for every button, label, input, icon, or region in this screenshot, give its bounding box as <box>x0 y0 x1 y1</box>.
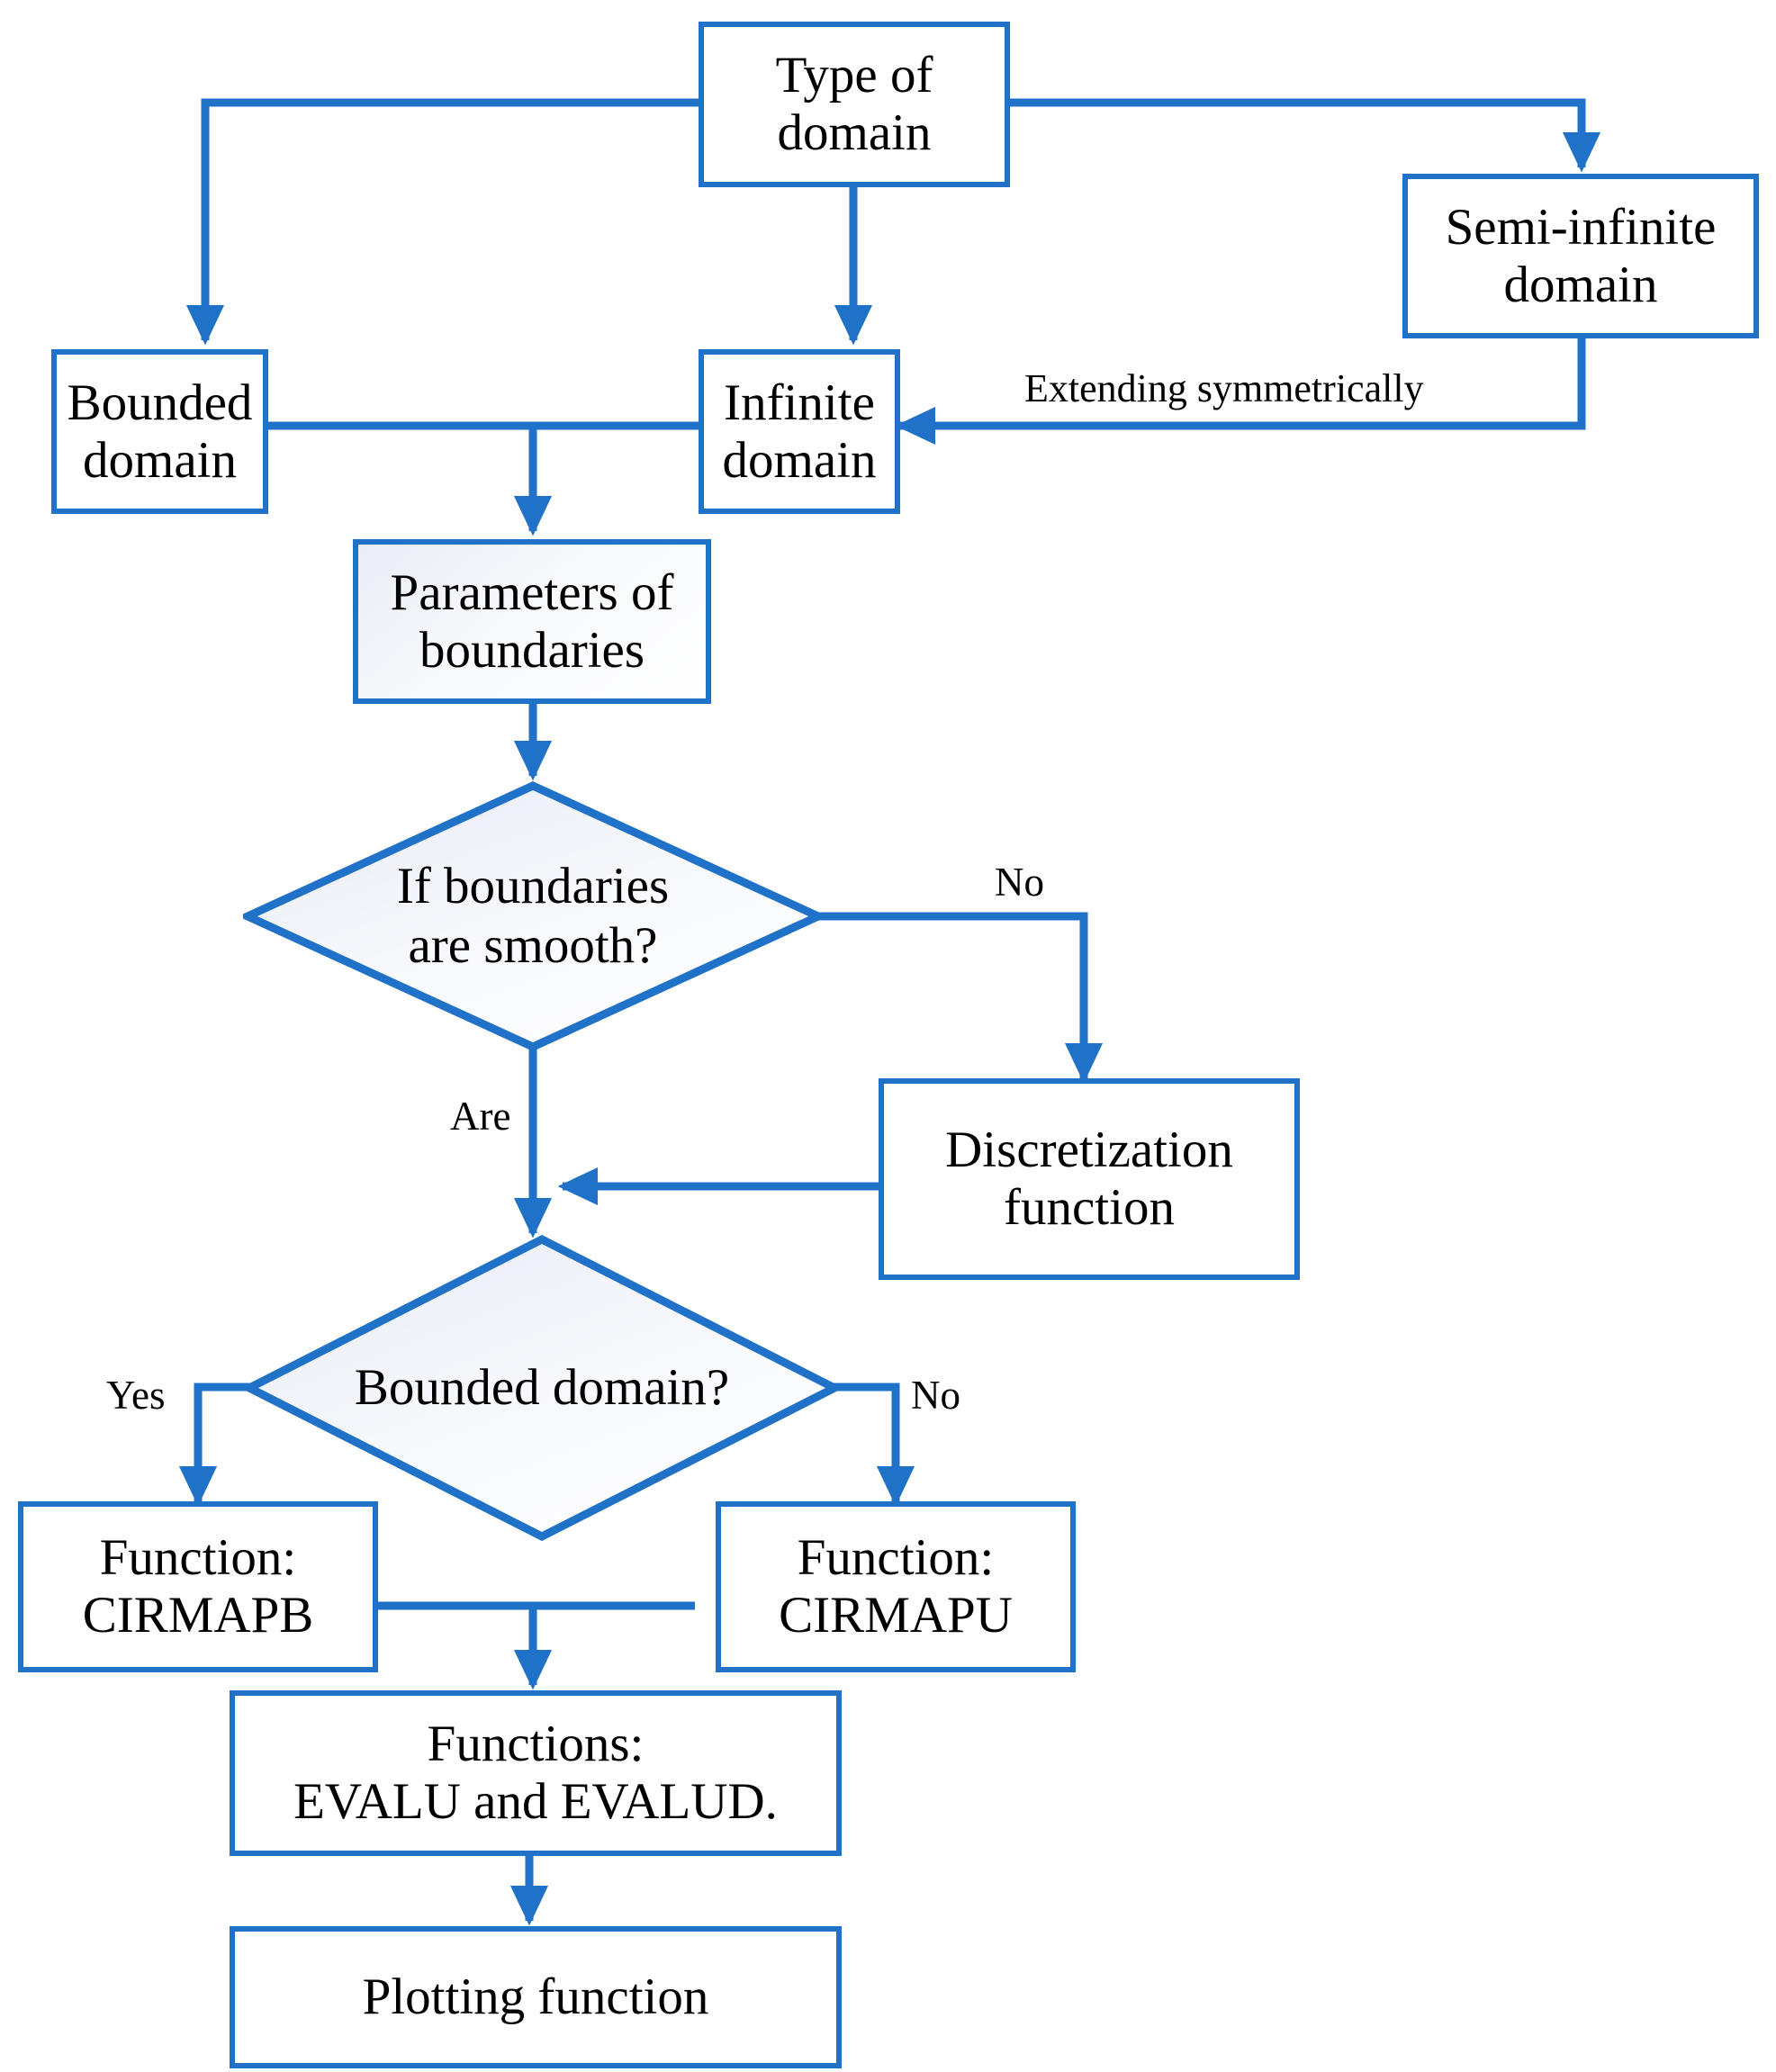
node-function-cirmapu-label: Function: CIRMAPU <box>779 1529 1013 1644</box>
node-discretization-function-label: Discretization function <box>945 1122 1233 1236</box>
node-bounded-domain-question-label: Bounded domain? <box>354 1359 730 1417</box>
node-function-cirmapu[interactable]: Function: CIRMAPU <box>716 1501 1076 1672</box>
node-semi-infinite-domain[interactable]: Semi-infinite domain <box>1402 174 1759 338</box>
node-plotting-function[interactable]: Plotting function <box>230 1926 842 2068</box>
node-parameters-of-boundaries-label: Parameters of boundaries <box>390 563 674 679</box>
node-function-cirmapb-label: Function: CIRMAPB <box>82 1529 314 1644</box>
node-if-boundaries-smooth[interactable]: If boundaries are smooth? <box>243 781 823 1051</box>
node-type-of-domain-label: Type of domain <box>775 47 933 161</box>
node-function-cirmapb[interactable]: Function: CIRMAPB <box>18 1501 378 1672</box>
node-semi-infinite-domain-label: Semi-infinite domain <box>1445 198 1717 313</box>
node-functions-evalu-evalud-label: Functions: EVALU and EVALUD. <box>293 1716 778 1830</box>
node-functions-evalu-evalud[interactable]: Functions: EVALU and EVALUD. <box>230 1690 842 1856</box>
node-bounded-domain-label: Bounded domain <box>67 374 253 489</box>
node-infinite-domain-label: Infinite domain <box>722 374 877 489</box>
edge-label-are: Are <box>450 1094 511 1139</box>
node-if-boundaries-smooth-label: If boundaries are smooth? <box>396 858 670 974</box>
edge-label-bounded-yes: Yes <box>106 1373 166 1418</box>
node-plotting-function-label: Plotting function <box>362 1968 709 2026</box>
node-bounded-domain[interactable]: Bounded domain <box>51 349 268 514</box>
node-infinite-domain[interactable]: Infinite domain <box>699 349 900 514</box>
edge-label-bounded-no: No <box>911 1373 960 1418</box>
node-bounded-domain-question[interactable]: Bounded domain? <box>245 1235 839 1541</box>
edge-label-extending-symmetrically: Extending symmetrically <box>1024 366 1424 410</box>
node-parameters-of-boundaries[interactable]: Parameters of boundaries <box>353 539 711 704</box>
node-type-of-domain[interactable]: Type of domain <box>699 22 1010 187</box>
node-discretization-function[interactable]: Discretization function <box>879 1078 1300 1280</box>
edge-label-smooth-no: No <box>995 860 1044 905</box>
